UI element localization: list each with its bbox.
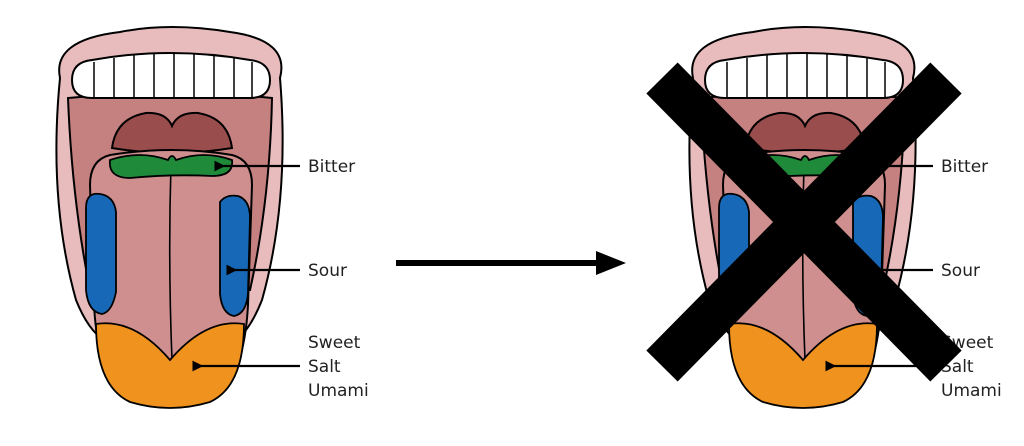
teeth: [70, 52, 272, 99]
label-bitter: Bitter: [941, 157, 988, 177]
right-arrow-icon: [396, 251, 626, 275]
label-salt: Salt: [308, 357, 341, 377]
teeth: [703, 52, 905, 99]
label-sour: Sour: [308, 261, 347, 281]
sweet-salt-umami-zone: [95, 322, 245, 409]
teeth-row: [70, 52, 272, 99]
bitter-zone: [108, 154, 234, 179]
sour-zone-right: [219, 194, 251, 317]
label-umami: Umami: [941, 381, 1002, 401]
teeth-row: [703, 52, 905, 99]
cross-out-icon: [646, 62, 962, 382]
label-umami: Umami: [308, 381, 369, 401]
label-sour: Sour: [941, 261, 980, 281]
tongue-map-left: Bitter Sour Sweet Salt Umami: [55, 26, 369, 409]
tongue-midline: [168, 164, 173, 361]
sweet-salt-umami-zone: [728, 322, 878, 409]
tongue-map-right: Bitter Sour Sweet Salt Umami: [646, 26, 1002, 409]
label-sweet: Sweet: [308, 333, 361, 353]
tongue-midline: [801, 164, 806, 361]
label-bitter: Bitter: [308, 157, 355, 177]
sour-zone-left: [85, 192, 117, 315]
